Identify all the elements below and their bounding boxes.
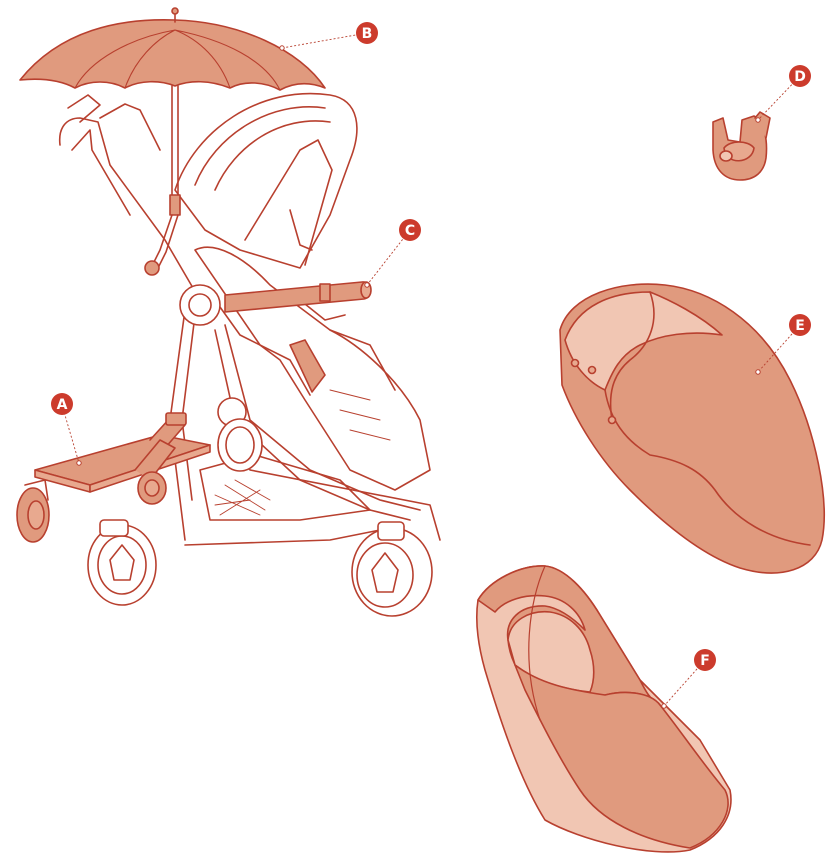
rear-wheel xyxy=(88,520,156,605)
callout-badge-f: F xyxy=(694,649,716,671)
board-wheel-left xyxy=(17,480,49,542)
board-wheel-right xyxy=(138,472,166,504)
stroller-illustration xyxy=(60,94,440,616)
callout-badge-e: E xyxy=(789,314,811,336)
callout-badge-c: C xyxy=(399,219,421,241)
accessory-d-holder xyxy=(713,112,770,180)
callout-label-d: D xyxy=(794,69,806,85)
callout-badge-b: B xyxy=(356,22,378,44)
callout-label-c: C xyxy=(405,223,415,239)
callout-badge-a: A xyxy=(51,393,73,415)
callout-label-a: A xyxy=(57,397,68,413)
callout-label-f: F xyxy=(700,653,710,669)
front-wheel xyxy=(352,522,432,616)
accessory-f-footmuff xyxy=(477,566,731,852)
callout-badge-d: D xyxy=(789,65,811,87)
accessory-e-footmuff xyxy=(560,284,824,573)
callout-label-e: E xyxy=(795,318,805,334)
middle-wheel xyxy=(218,419,262,471)
callout-label-b: B xyxy=(362,26,373,42)
